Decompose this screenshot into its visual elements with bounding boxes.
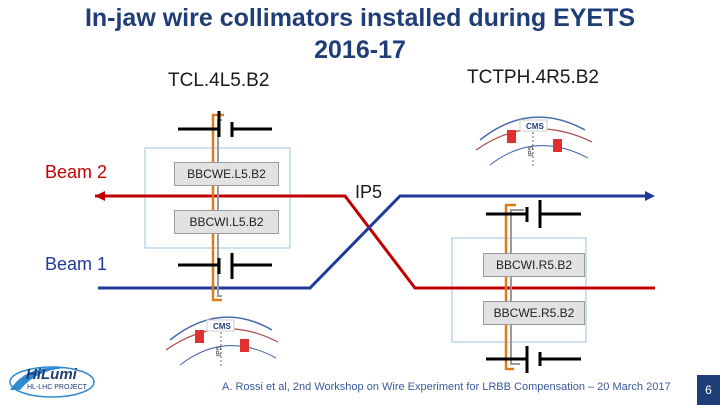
cms-map-top-icon [475, 116, 593, 166]
box-bbcwe-r5: BBCWE.R5.B2 [483, 301, 585, 325]
beam-1-line [98, 194, 645, 290]
wire-grey-right [510, 209, 524, 365]
beam-2-label: Beam 2 [45, 162, 108, 182]
box-bbcwi-l5: BBCWI.L5.B2 [174, 210, 279, 234]
hilumi-swoosh-icon [9, 366, 95, 398]
beam-1-label: Beam 1 [45, 254, 108, 274]
beam-2-line [95, 194, 655, 290]
cms-map-bottom-icon [165, 316, 279, 366]
ip5-label: IP5 [355, 182, 383, 202]
wire-orange-right [504, 203, 516, 371]
collimator-region-right [451, 237, 587, 343]
cms-label-bottom: CMS [213, 322, 231, 331]
logo-main-text: HiLumi [26, 366, 77, 383]
ip5-small-top: IP5 [527, 146, 535, 157]
footer-citation: A. Rossi et al, 2nd Workshop on Wire Exp… [222, 381, 671, 393]
box-bbcwe-l5: BBCWE.L5.B2 [174, 162, 279, 186]
title-line-2: 2016-17 [314, 36, 406, 64]
title-line-1: In-jaw wire collimators installed during… [84, 4, 636, 32]
hilumi-logo: HiLumi HL-LHC PROJECT [6, 360, 102, 400]
cms-label-top: CMS [526, 122, 544, 131]
beam-2-arrowhead [95, 191, 105, 201]
collimator-right-label: TCTPH.4R5.B2 [467, 67, 599, 88]
page-number: 6 [697, 375, 720, 405]
ip5-small-bottom: IP5 [215, 346, 223, 357]
slide-title: In-jaw wire collimators installed during… [0, 2, 720, 66]
logo-sub-text: HL-LHC PROJECT [27, 384, 87, 391]
box-bbcwi-r5: BBCWI.R5.B2 [483, 253, 585, 277]
beam-1-arrowhead [645, 191, 655, 201]
collimator-left-label: TCL.4L5.B2 [168, 70, 270, 91]
